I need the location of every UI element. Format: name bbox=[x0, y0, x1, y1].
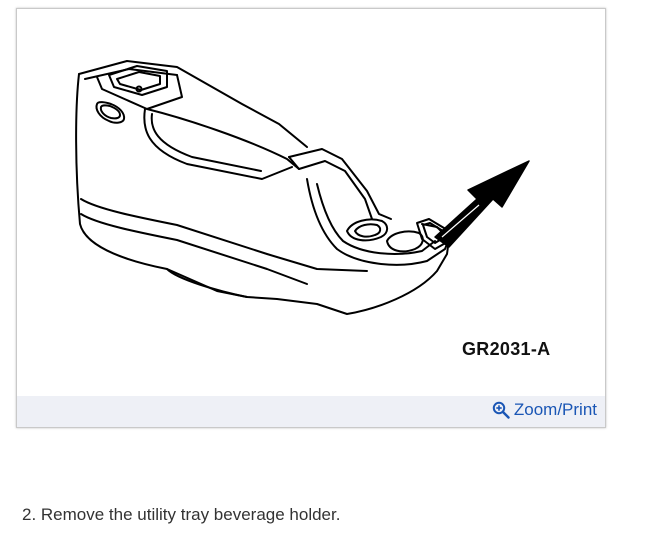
figure-code: GR2031-A bbox=[462, 339, 551, 359]
zoom-in-icon bbox=[492, 401, 510, 419]
zoom-print-link[interactable]: Zoom/Print bbox=[492, 400, 597, 420]
console-illustration: GR2031-A bbox=[17, 9, 605, 395]
zoom-print-label: Zoom/Print bbox=[513, 400, 597, 419]
instruction-step: 2. Remove the utility tray beverage hold… bbox=[22, 505, 341, 524]
pointer-arrow bbox=[434, 160, 530, 248]
figure-frame: GR2031-A Zoom/Print bbox=[16, 8, 606, 428]
figure-footer: Zoom/Print bbox=[17, 396, 605, 427]
console-drawing bbox=[75, 60, 530, 315]
